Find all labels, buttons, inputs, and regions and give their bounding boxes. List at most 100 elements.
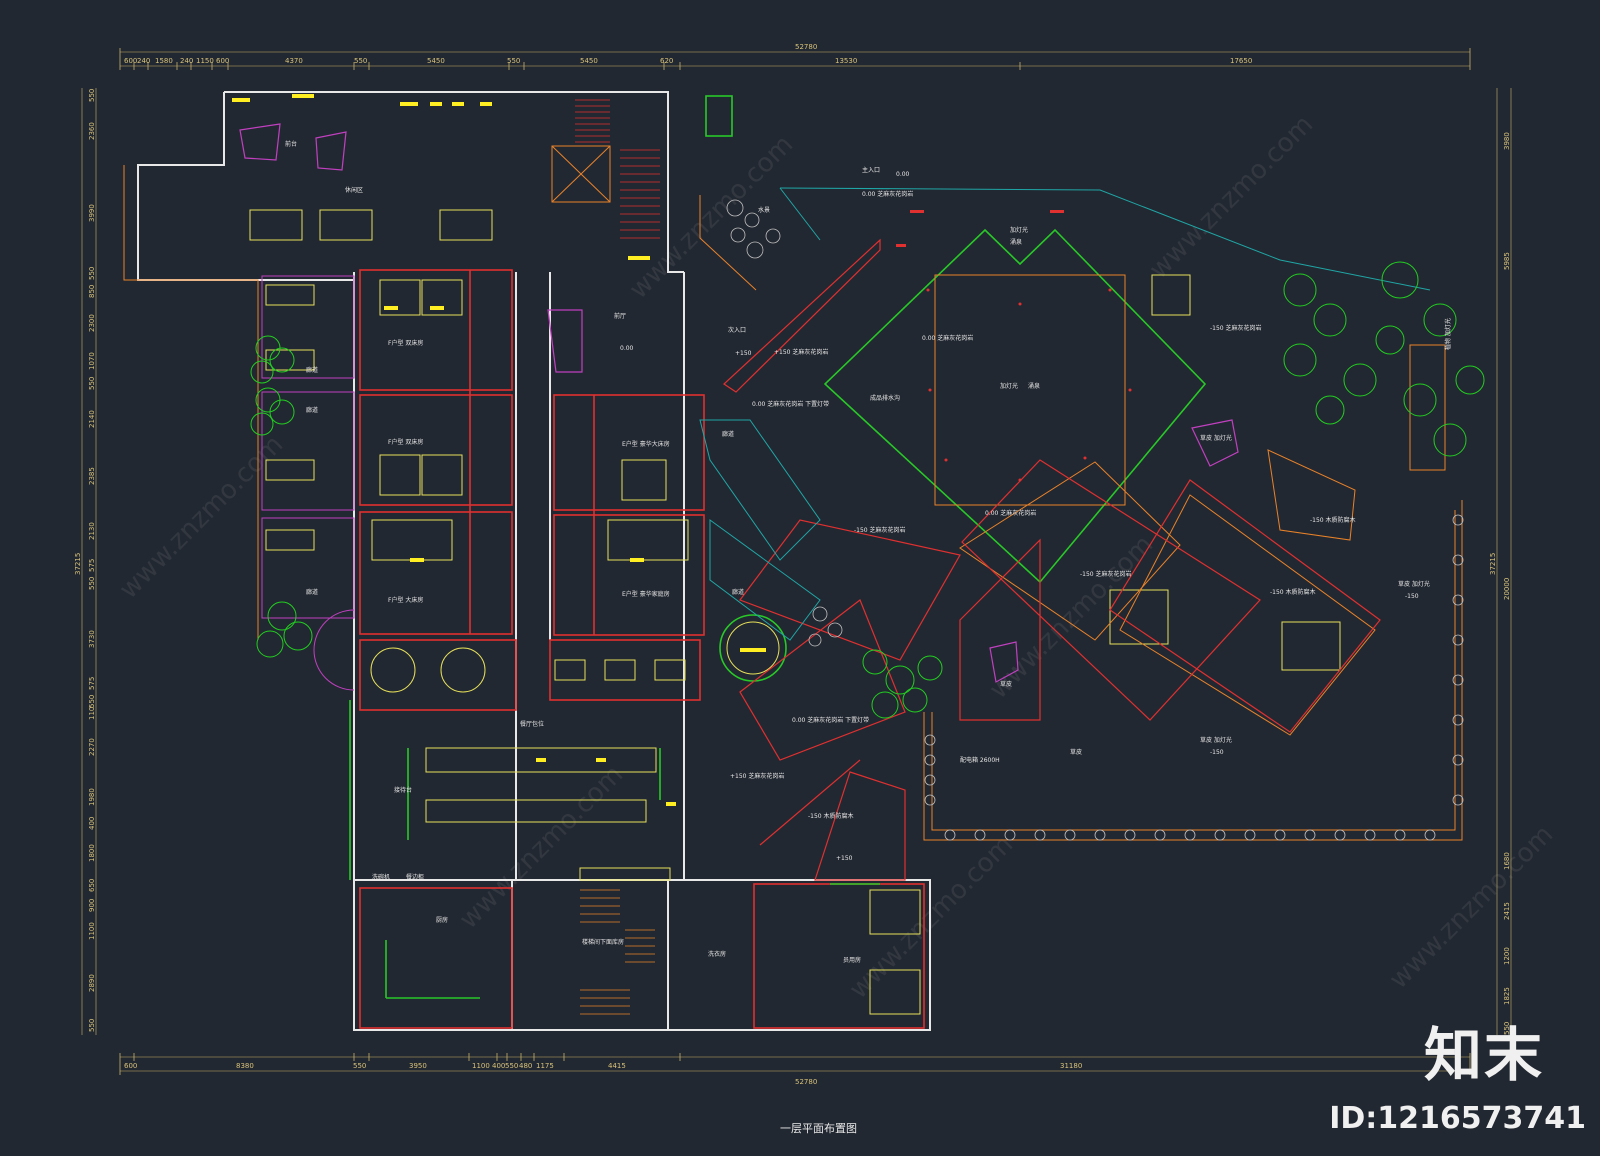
label-center: 加灯光 (1000, 382, 1018, 390)
building-walls (137, 91, 931, 1031)
label-laundry: 洗衣房 (708, 950, 726, 958)
dim-top: 5450 (427, 57, 445, 65)
label-suite-b: E户型 豪华家庭房 (622, 590, 670, 598)
dim-left: 2890 (88, 974, 96, 992)
dim-left: 1070 (88, 352, 96, 370)
dim-bottom-total: 52780 (795, 1078, 817, 1086)
label-lawn: 草皮 (1000, 680, 1012, 688)
label-staff: 员用房 (843, 956, 861, 964)
label-kitchen: 厨房 (436, 916, 448, 924)
dim-left: 550 (88, 1019, 96, 1032)
label-lawn: 草皮 (1070, 748, 1082, 756)
path-outlines (699, 187, 1431, 641)
magenta-decor (239, 123, 1239, 683)
label-lawn: 草皮 加灯光 (1200, 434, 1232, 442)
label-lobby-level: 0.00 (620, 345, 634, 352)
dim-left: 2140 (88, 410, 96, 428)
dim-left: 850 (88, 285, 96, 298)
dim-left: 575 (88, 677, 96, 690)
staircase (575, 99, 660, 239)
label-wood: -150 木质防腐木 (1310, 516, 1356, 524)
red-markers (896, 210, 1132, 482)
dim-bottom: 1175 (536, 1062, 554, 1070)
dim-bottom: 550 (505, 1062, 518, 1070)
label-lobby: 前厅 (614, 312, 626, 320)
dim-left: 550 (88, 577, 96, 590)
label-corridor: 廊道 (306, 366, 318, 374)
dim-left: 110 (88, 707, 96, 720)
bottom-dimensions: 600 8380 550 3950 1100 400 550 480 1175 … (124, 1062, 1082, 1086)
label-lawn: 草皮 加灯光 (1398, 580, 1430, 588)
dim-top: 600 (216, 57, 229, 65)
outer-outline (123, 165, 1463, 841)
trees (250, 261, 1485, 719)
dim-left: 550 (88, 695, 96, 708)
label-electric-box: 配电箱 2600H (960, 756, 1000, 764)
dimension-ticks (119, 48, 1471, 1075)
dim-top: 13530 (835, 57, 857, 65)
floor-material-labels: 主入口 0.00 0.00 芝麻灰花岗岩 0.00 芝麻灰花岗岩 0.00 芝麻… (728, 166, 1452, 862)
label-lounge: 休闲区 (345, 186, 363, 194)
label-deck: 0.00 芝麻灰花岗岩 (862, 190, 913, 198)
dim-right: 1200 (1503, 947, 1511, 965)
label-tree: 植物 加灯光 (1444, 318, 1452, 350)
dim-right: 5985 (1503, 252, 1511, 270)
label-corridor: 廊道 (722, 430, 734, 438)
guest-rooms (359, 269, 925, 1029)
dim-top: 550 (507, 57, 520, 65)
label-wood: -150 芝麻灰花岗岩 (854, 526, 906, 534)
label-wood: -150 芝麻灰花岗岩 (1080, 570, 1132, 578)
label-corridor: 廊道 (306, 406, 318, 414)
dim-bottom: 480 (519, 1062, 532, 1070)
dim-bottom: 8380 (236, 1062, 254, 1070)
watermark: www.znzmo.com (624, 130, 799, 305)
dimension-lines (81, 51, 1512, 1072)
dim-bottom: 3950 (409, 1062, 427, 1070)
label-center: 加灯光 (1010, 226, 1028, 234)
watermark: www.znzmo.com (454, 760, 629, 935)
dim-top: 550 (354, 57, 367, 65)
dim-top: 4370 (285, 57, 303, 65)
dim-left: 575 (88, 559, 96, 572)
image-id-value: 1216573741 (1377, 1101, 1586, 1136)
label-storage: 楼梯间下面库房 (582, 938, 624, 946)
dim-left: 550 (88, 267, 96, 280)
watermark: www.znzmo.com (984, 530, 1159, 705)
label-corridor: 廊道 (306, 588, 318, 596)
dim-right: 3980 (1503, 132, 1511, 150)
label-reception: 接待台 (394, 786, 412, 794)
label-front-desk: 前台 (285, 140, 297, 148)
label-dining: 餐厅包位 (520, 720, 544, 728)
label-deck: 0.00 芝麻灰花岗岩 下置灯带 (752, 400, 829, 408)
label-lawn-level: -150 (1210, 749, 1224, 756)
dim-left: 2385 (88, 467, 96, 485)
dim-top: 5450 (580, 57, 598, 65)
label-step: +150 芝麻灰花岗岩 (774, 348, 828, 356)
dim-top: 240 (137, 57, 150, 65)
dim-left: 1980 (88, 788, 96, 806)
elevator (551, 145, 611, 203)
dim-left: 1800 (88, 844, 96, 862)
dim-left: 3730 (88, 630, 96, 648)
dim-left: 550 (88, 377, 96, 390)
green-outlines (349, 95, 1207, 999)
dim-left-total: 37215 (74, 553, 82, 575)
dim-left: 650 (88, 879, 96, 892)
dim-left: 2300 (88, 314, 96, 332)
dim-left: 2130 (88, 522, 96, 540)
label-step: +150 芝麻灰花岗岩 (730, 772, 784, 780)
dim-bottom: 4415 (608, 1062, 626, 1070)
label-secondary-level: +150 (735, 350, 752, 357)
deck-red-outlines (723, 238, 1381, 881)
label-lawn-level: -150 (1405, 593, 1419, 600)
dim-top: 17650 (1230, 57, 1252, 65)
dim-bottom: 600 (124, 1062, 137, 1070)
left-dimensions: 37215 550 2360 3990 550 850 2300 1070 55… (74, 89, 96, 1032)
brand-logo: 知末 (1423, 1021, 1544, 1089)
shrubs (726, 199, 1464, 841)
deck-outlines (934, 274, 1446, 736)
label-main-entry-level: 0.00 (896, 171, 910, 178)
dim-top-total: 52780 (795, 43, 817, 51)
dim-right: 1825 (1503, 987, 1511, 1005)
